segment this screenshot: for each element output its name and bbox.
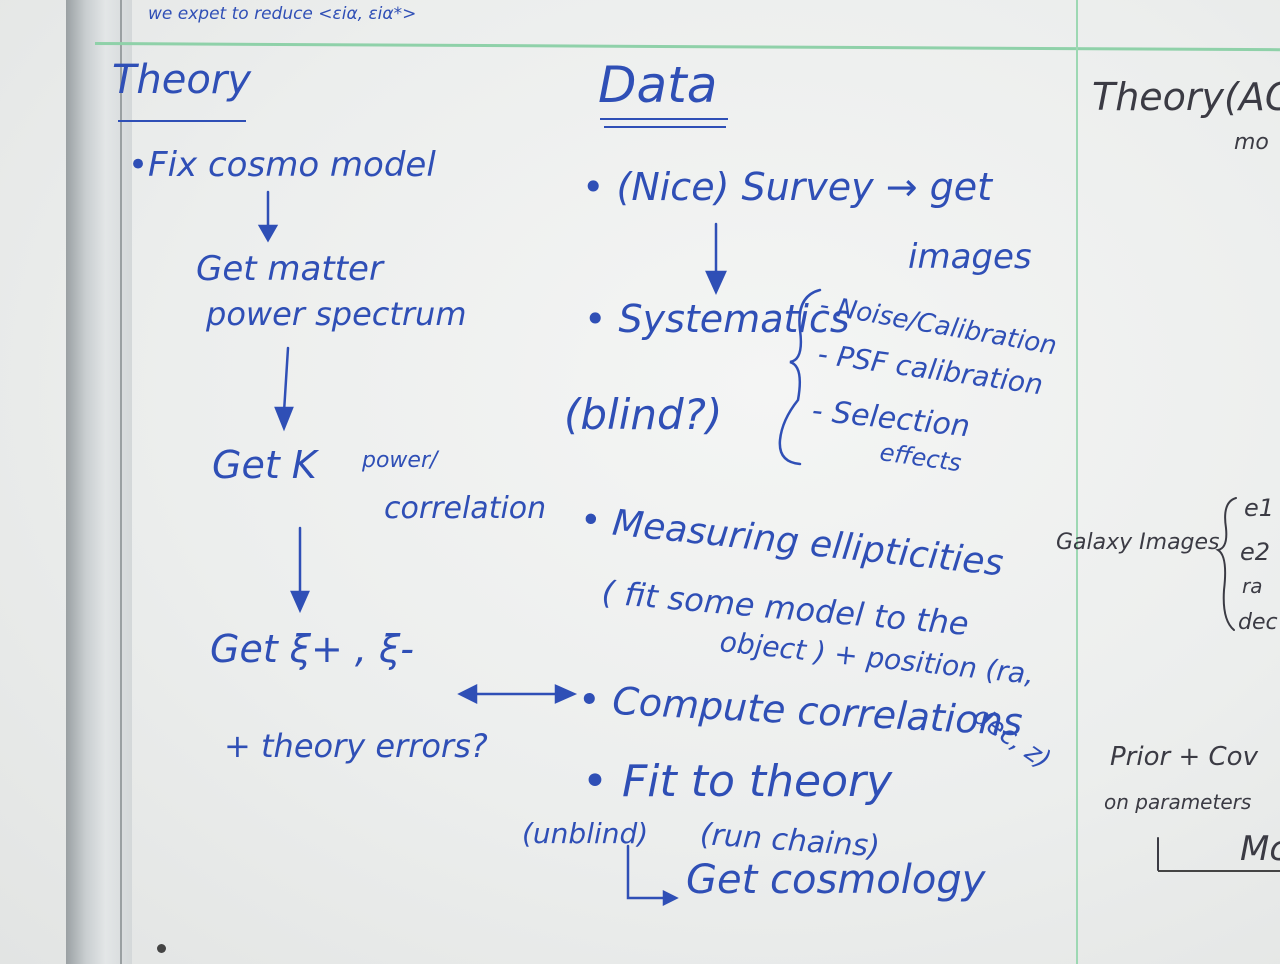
data-heading-underline-1	[600, 118, 728, 120]
right-e1: e1	[1244, 494, 1275, 522]
top-note: we expet to reduce <εiα, εiα*>	[148, 4, 417, 24]
theory-step-fix-cosmo: •Fix cosmo model	[128, 145, 436, 185]
right-m: Mc	[1240, 829, 1280, 869]
double-arrow-right-head	[554, 684, 578, 704]
unblind-arrow	[626, 844, 674, 900]
right-dec: dec	[1238, 610, 1278, 635]
theory-step-power: power/	[362, 448, 438, 473]
board-frame-edge	[120, 0, 122, 964]
right-e2: e2	[1240, 538, 1271, 566]
theory-heading: Theory	[112, 57, 251, 103]
theory-step-matter: Get matter	[196, 249, 383, 289]
data-get-cosmology: Get cosmology	[686, 857, 986, 903]
right-on-parameters: on parameters	[1104, 790, 1252, 814]
theory-arrow-2	[282, 346, 290, 414]
right-mo: mo	[1234, 130, 1269, 155]
theory-step-get-k: Get K	[212, 443, 317, 487]
right-theory-acd: Theory(ACD	[1092, 75, 1280, 119]
galaxy-brace	[1215, 497, 1237, 631]
data-fit-theory: • Fit to theory	[582, 756, 893, 807]
theory-step-correlation: correlation	[384, 491, 547, 526]
data-blind: (blind?)	[564, 390, 723, 439]
double-arrow-left-head	[457, 683, 478, 705]
theory-step-errors: + theory errors?	[224, 727, 488, 765]
systematics-brace	[778, 288, 822, 466]
data-heading: Data	[598, 56, 718, 114]
data-images: images	[908, 237, 1032, 277]
data-heading-underline-2	[604, 126, 726, 128]
green-divider-vertical	[1076, 0, 1078, 964]
frame-bolt	[157, 944, 166, 953]
theory-arrow-1-head	[257, 224, 279, 243]
theory-step-xi: Get ξ+ , ξ-	[210, 627, 414, 671]
survey-arrow-head	[705, 270, 727, 296]
right-prior-cov: Prior + Cov	[1110, 742, 1258, 772]
theory-heading-underline	[118, 120, 246, 122]
theory-arrow-2-head	[274, 406, 294, 432]
data-systematics: • Systematics	[584, 297, 850, 341]
data-survey: • (Nice) Survey → get	[582, 165, 993, 209]
right-bracket-underline	[1158, 870, 1280, 872]
theory-arrow-3-head	[290, 590, 310, 614]
unblind-arrow-head	[662, 889, 679, 907]
theory-step-power-spectrum: power spectrum	[206, 295, 467, 333]
right-ra: ra	[1242, 574, 1263, 598]
right-galaxy-images: Galaxy Images	[1056, 530, 1220, 555]
data-unblind: (unblind)	[522, 817, 649, 850]
